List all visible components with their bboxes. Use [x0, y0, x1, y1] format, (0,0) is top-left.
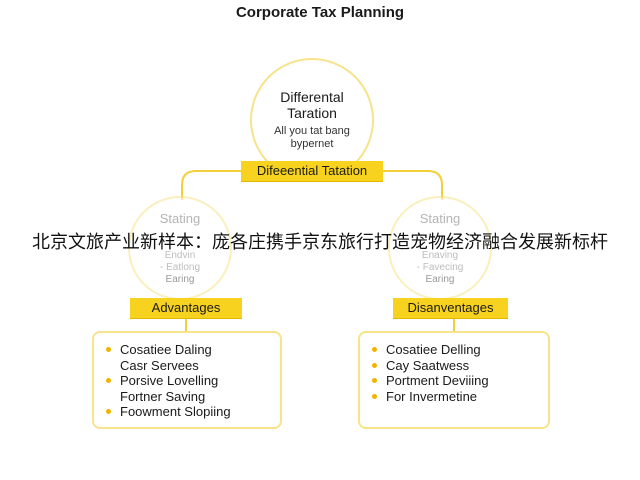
left-node-circle: Stating Endvin - Eatlong Earing — [128, 196, 232, 300]
diagram-title: Corporate Tax Planning — [235, 4, 405, 21]
top-node-heading-line2: Taration — [287, 105, 337, 121]
advantages-tag: Advantages — [130, 298, 242, 318]
overlay-headline: 北京文旅产业新样本：庞各庄携手京东旅行打造宠物经济融合发展新标杆 — [32, 232, 608, 252]
disadvantages-tag: Disanventages — [393, 298, 508, 318]
list-item: Cay Saatwess — [372, 358, 548, 374]
list-item: For Invermetine — [372, 389, 548, 405]
list-item: Cosatiee Delling — [372, 342, 548, 358]
list-item: Cosatiee Daling — [106, 342, 280, 358]
advantages-list: Cosatiee Daling Casr Servees Porsive Lov… — [106, 342, 280, 420]
right-node-item1: - Favecing — [416, 261, 464, 273]
list-item: Porsive Lovelling — [106, 373, 280, 389]
disadvantages-panel: Cosatiee Delling Cay Saatwess Portment D… — [358, 331, 550, 429]
list-item: Portment Deviiing — [372, 373, 548, 389]
top-node-heading-line1: Differental — [280, 89, 344, 105]
center-tag: Difeeential Tatation — [241, 161, 383, 181]
list-item: Foowment Slopiing — [106, 404, 280, 420]
left-node-heading: Stating — [159, 210, 201, 226]
top-node-sub-line1: All you tat bang — [274, 125, 350, 137]
disadvantages-list: Cosatiee Delling Cay Saatwess Portment D… — [372, 342, 548, 404]
top-node-circle: Differental Taration All you tat bang by… — [250, 58, 374, 182]
right-node-faint: Enaving — [421, 249, 459, 261]
list-item: Fortner Saving — [120, 388, 206, 404]
list-item: Casr Servees — [120, 357, 199, 373]
left-node-item2: Earing — [165, 273, 195, 285]
left-node-item1: - Eatlong — [159, 261, 201, 273]
top-node-sub-line2: bypernet — [290, 138, 334, 150]
left-node-faint: Endvin — [164, 249, 196, 261]
right-node-heading: Stating — [419, 210, 461, 226]
advantages-panel: Cosatiee Daling Casr Servees Porsive Lov… — [92, 331, 282, 429]
right-node-item2: Earing — [425, 273, 455, 285]
